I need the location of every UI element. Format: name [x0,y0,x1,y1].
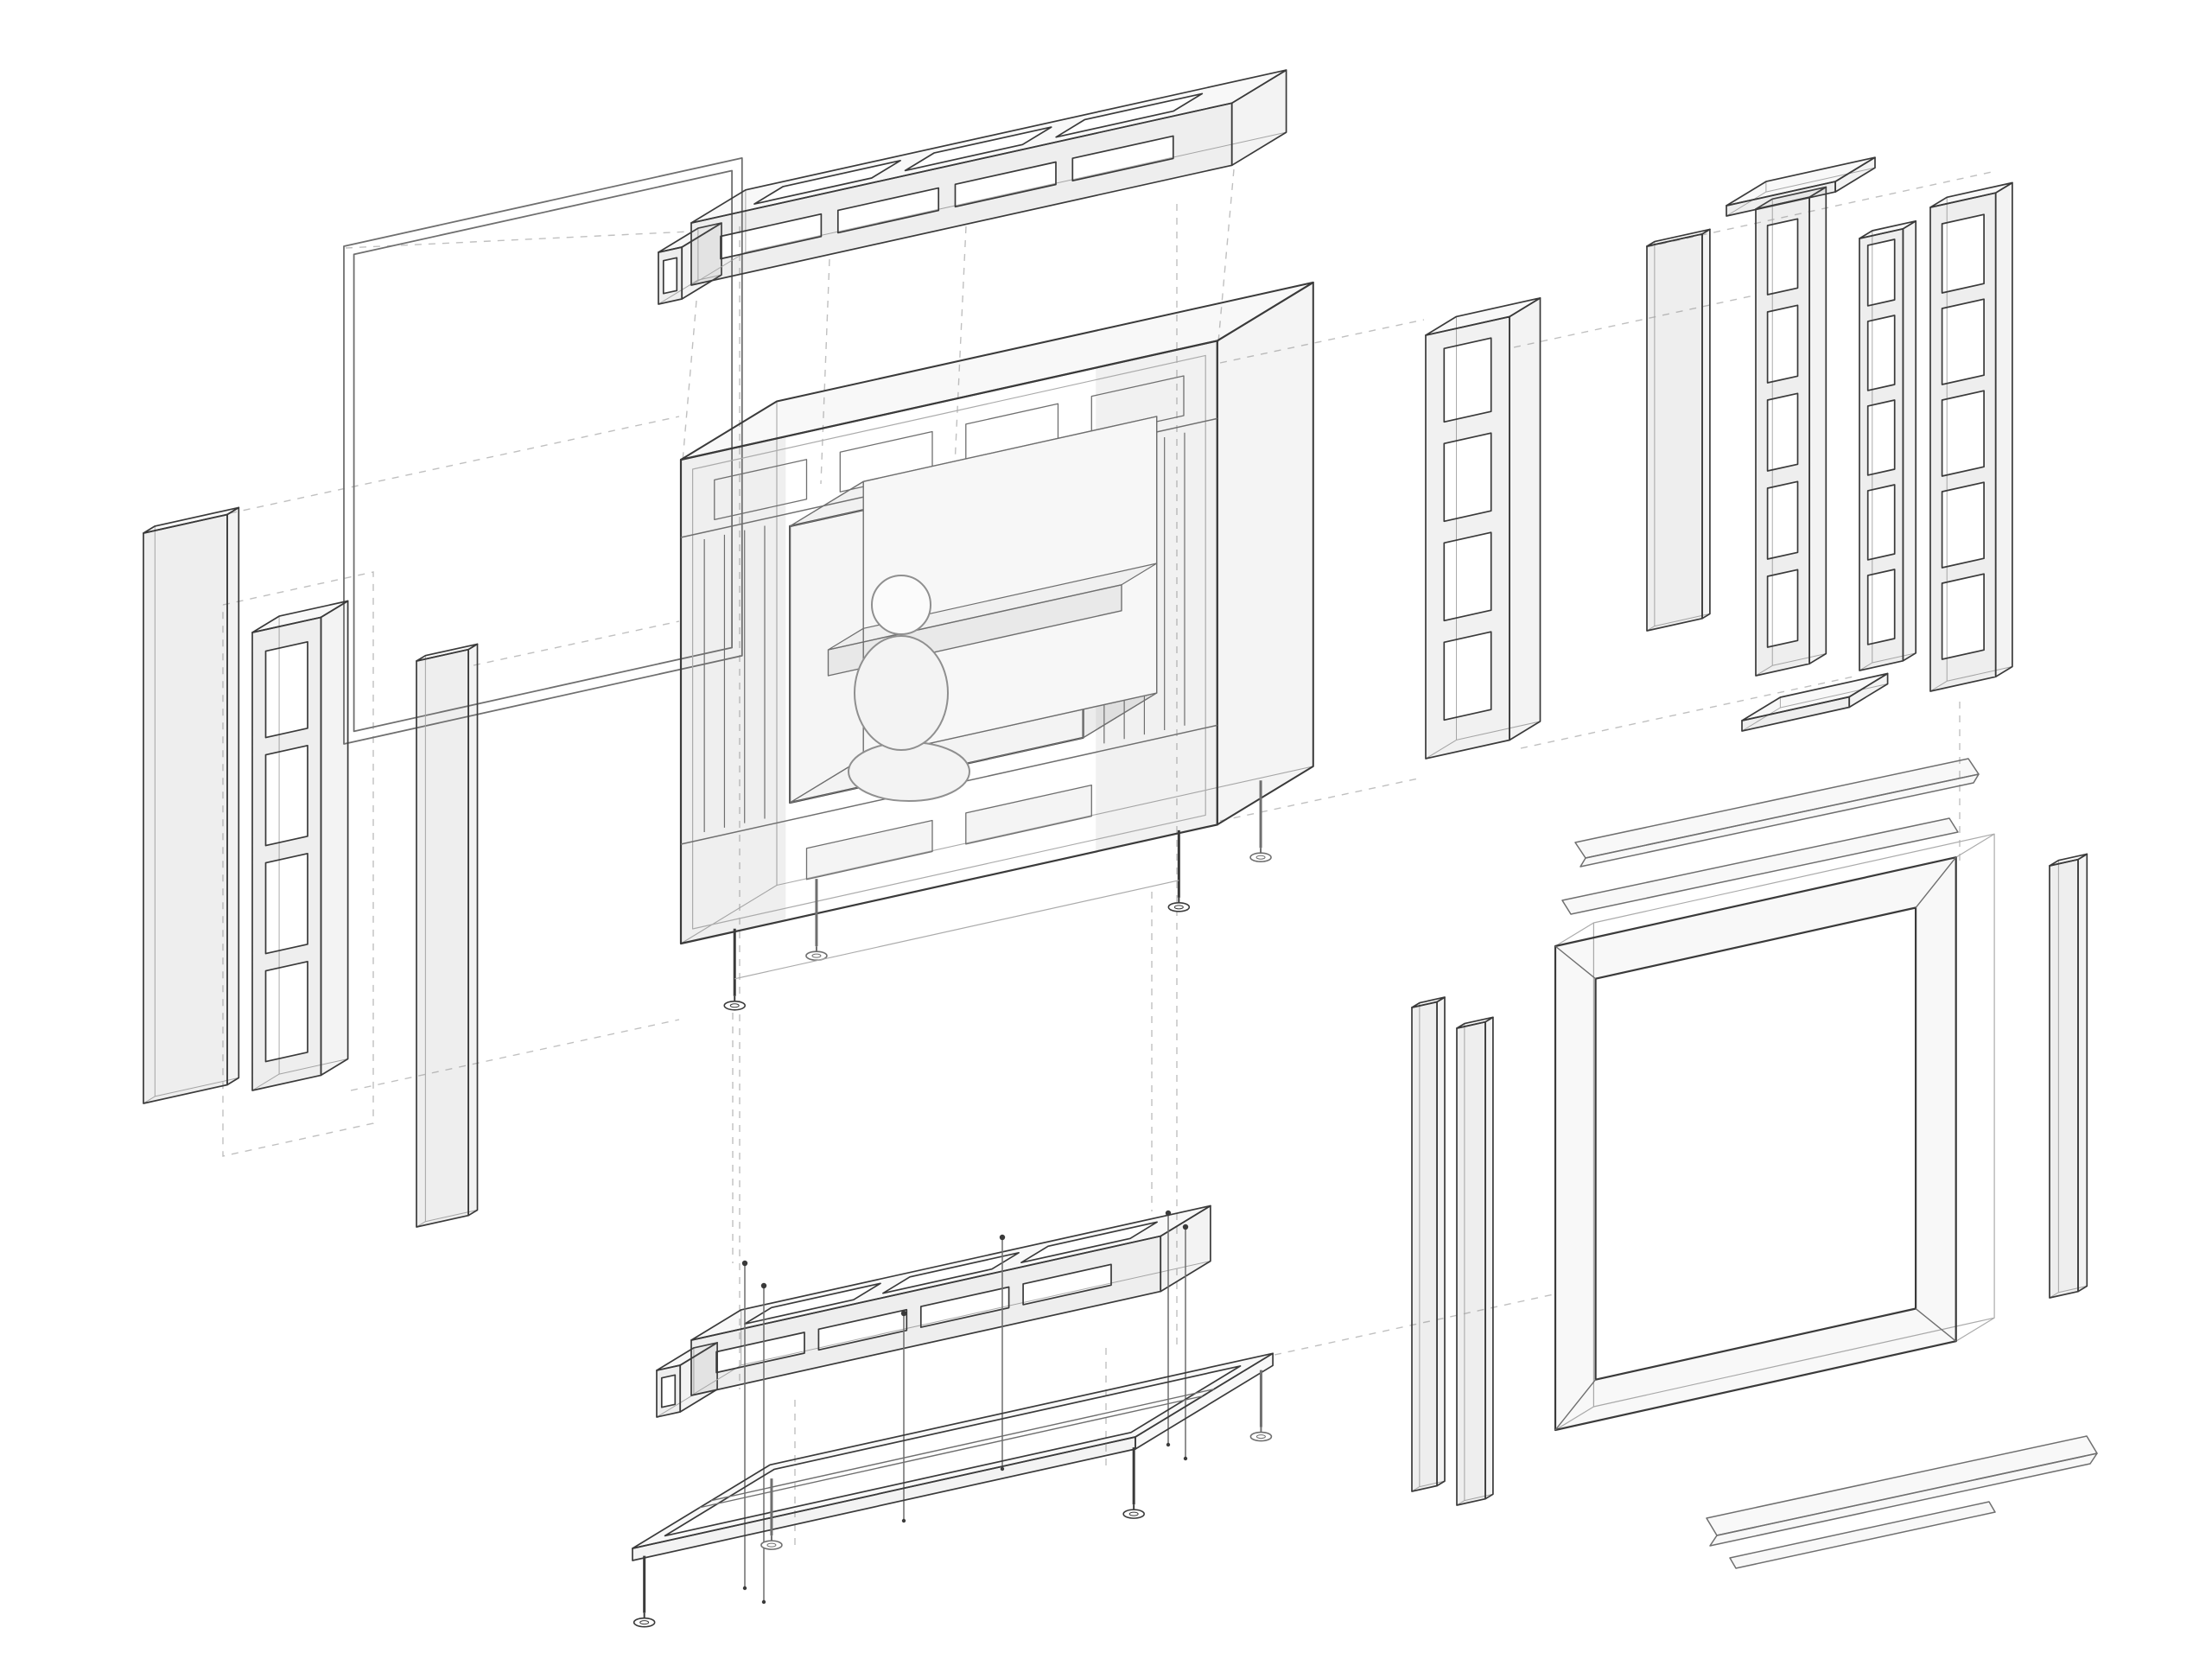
channel-left-outer [1411,996,1446,1492]
projection-guides [222,168,1997,1547]
right-translucent-column [1425,297,1541,760]
bottom-slotted-beam [690,1205,1211,1396]
square-frame [1554,833,1995,1432]
flashing-strip-upper-b [1561,817,1959,915]
right-glazed-strip-wide [1929,181,2013,692]
left-back-panel [143,506,240,1104]
flashing-strip-upper-a [1574,758,1980,868]
back-panel-frame-outline [343,157,743,745]
channel-left-inner [1456,1016,1494,1506]
top-slotted-beam [690,69,1287,286]
right-top-plate [1726,156,1876,217]
channel-right [2049,853,2088,1299]
right-ladder-column [1755,186,1827,677]
left-ladder-frame [251,600,349,1091]
left-strip-panel [416,643,479,1228]
right-glazed-strip-narrow [1859,219,1917,671]
flashing-strip-lower-b [1729,1501,1996,1569]
threaded-rods [741,1210,1189,1605]
right-bottom-plate [1741,672,1889,732]
flashing-strip-lower-a [1706,1435,2098,1547]
right-sheet-panel [1646,228,1711,632]
base-table-frame [632,1352,1274,1628]
bottom-beam-endcap [656,1342,718,1418]
seated-figure [848,575,970,802]
main-cabinet [679,281,1314,1011]
